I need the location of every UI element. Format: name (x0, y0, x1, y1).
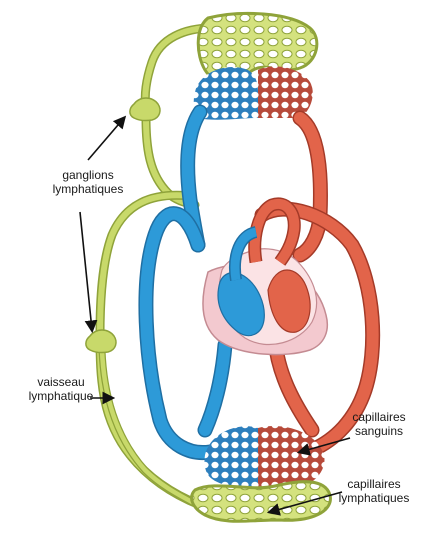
label-vaisseau-line2: lymphatique (20, 389, 102, 403)
heart (203, 204, 327, 355)
label-cap-lymph-line2: lymphatiques (324, 491, 424, 505)
lymph-node-upper (130, 98, 160, 121)
label-ganglions-line1: ganglions (40, 168, 136, 182)
label-cap-sanguins-line1: capillaires (334, 410, 424, 424)
label-capillaires-sanguins: capillaires sanguins (334, 410, 424, 438)
label-cap-sanguins-line2: sanguins (334, 424, 424, 438)
label-vaisseau-line1: vaisseau (20, 375, 102, 389)
arrow-ganglion-lower (80, 212, 92, 330)
label-ganglions-lymphatiques: ganglions lymphatiques (40, 168, 136, 196)
blood-capillaries-top (194, 66, 313, 119)
label-ganglions-line2: lymphatiques (40, 182, 136, 196)
lymph-node-lower (86, 330, 116, 353)
blood-capillaries-bottom (204, 426, 324, 488)
label-capillaires-lymphatiques: capillaires lymphatiques (324, 477, 424, 505)
label-cap-lymph-line1: capillaires (324, 477, 424, 491)
arrow-ganglion-upper (88, 118, 124, 160)
label-vaisseau-lymphatique: vaisseau lymphatique (20, 375, 102, 403)
